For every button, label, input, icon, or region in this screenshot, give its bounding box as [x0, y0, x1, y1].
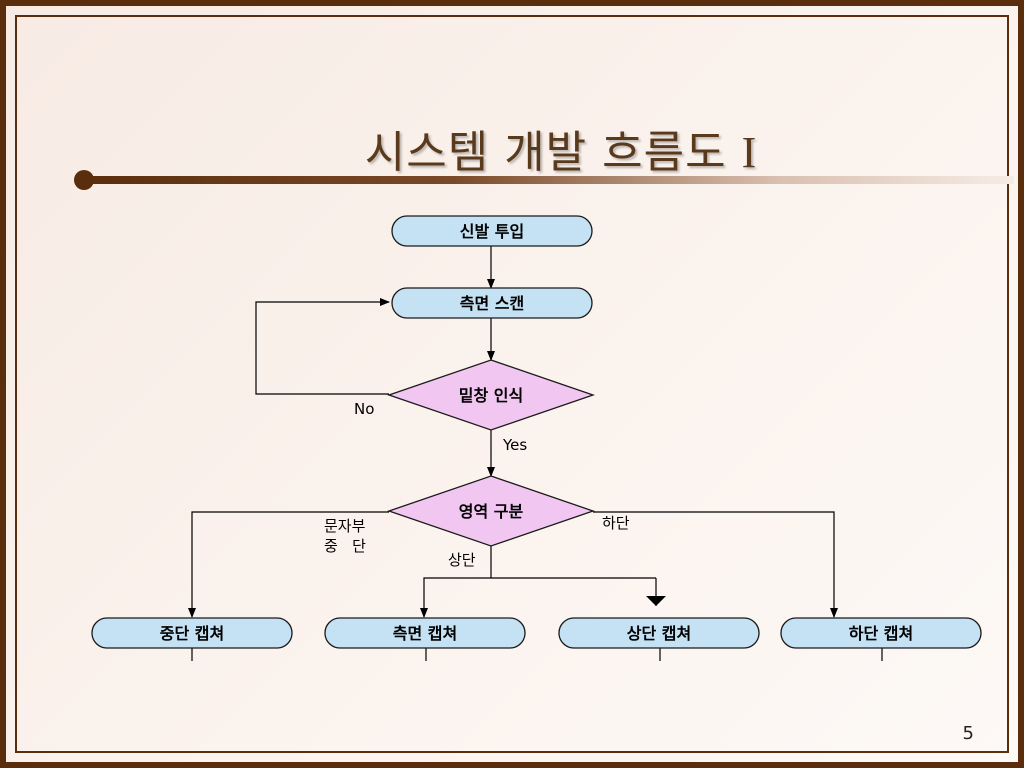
edge-classify-middle	[188, 511, 389, 618]
flow-connectors	[188, 246, 883, 661]
edge-label-bottom: 하단	[602, 514, 630, 532]
node-capture-bottom: 하단 캡쳐	[780, 617, 982, 649]
edge-label-no: No	[354, 400, 374, 418]
node-classify: 영역 구분	[386, 475, 596, 547]
node-capture-top-label: 상단 캡쳐	[627, 624, 691, 643]
node-start-label: 신발 투입	[460, 222, 524, 241]
edge-label-middle-line1: 문자부	[324, 517, 366, 535]
node-start: 신발 투입	[391, 215, 593, 247]
node-side-scan-label: 측면 스캔	[460, 294, 524, 313]
node-capture-middle-label: 중단 캡쳐	[160, 624, 224, 643]
node-classify-shape	[386, 475, 596, 547]
slide-title-text: 시스템 개발 흐름도	[364, 127, 727, 178]
node-detect-label: 밑창 인식	[459, 386, 523, 405]
node-side-scan-shape	[391, 287, 593, 319]
edge-label-top: 상단	[448, 551, 476, 569]
slide-title-suffix: I	[741, 128, 758, 177]
node-start-shape	[391, 215, 593, 247]
title-bullet-dot	[74, 170, 94, 190]
edge-label-yes: Yes	[502, 436, 527, 454]
slide-title: 시스템 개발 흐름도 I	[6, 116, 1024, 180]
node-capture-bottom-label: 하단 캡쳐	[849, 624, 913, 643]
node-capture-middle: 중단 캡쳐	[91, 617, 293, 649]
flowchart: 신발 투입 측면 스캔 밑창 인식 영역 구분 중단 캡쳐 측면 캡쳐 상단 캡…	[91, 215, 982, 661]
node-capture-side-shape	[324, 617, 526, 649]
edge-label-middle-line2: 중 단	[324, 537, 366, 555]
node-capture-side: 측면 캡쳐	[324, 617, 526, 649]
node-capture-side-label: 측면 캡쳐	[393, 624, 457, 643]
title-underline	[80, 176, 1014, 184]
edge-classify-side	[420, 577, 491, 618]
node-capture-top: 상단 캡쳐	[558, 617, 760, 649]
node-classify-label: 영역 구분	[459, 502, 524, 521]
node-side-scan: 측면 스캔	[391, 287, 593, 319]
node-detect-shape	[386, 359, 596, 431]
edge-detect-no-loop	[255, 298, 390, 395]
node-capture-bottom-shape	[780, 617, 982, 649]
page-number: 5	[962, 723, 974, 744]
node-capture-top-shape	[558, 617, 760, 649]
node-capture-middle-shape	[91, 617, 293, 649]
node-detect: 밑창 인식	[386, 359, 596, 431]
edge-classify-bottom	[593, 511, 838, 618]
